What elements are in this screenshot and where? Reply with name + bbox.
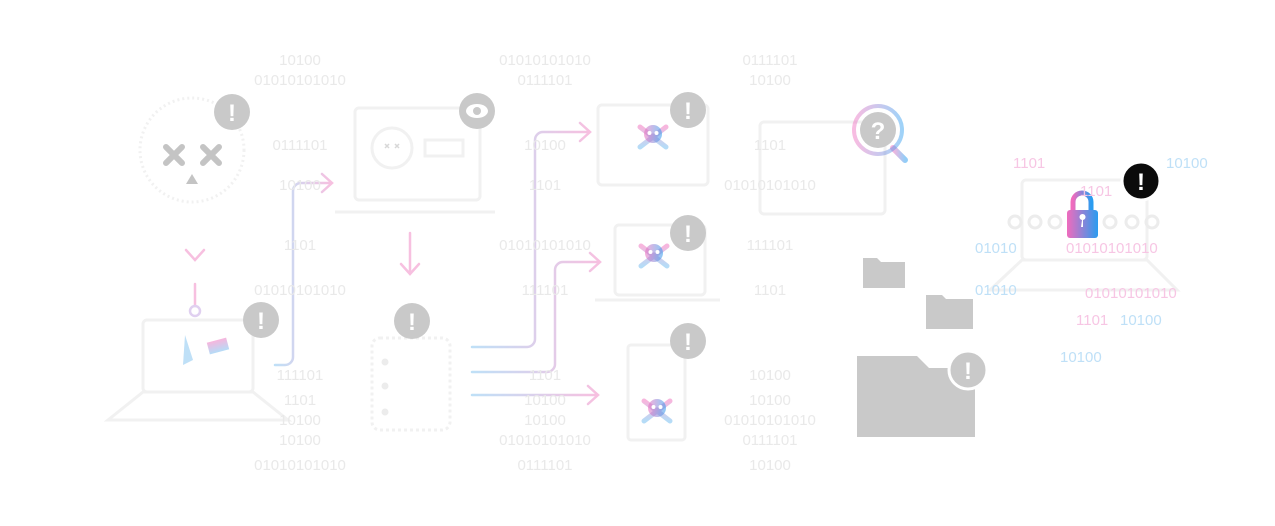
binary-text: 10100 (524, 392, 566, 409)
folder-icon-small (857, 258, 975, 437)
binary-text: 10100 (279, 432, 321, 449)
svg-text:!: ! (684, 221, 692, 248)
binary-text: 01010101010 (724, 412, 816, 429)
binary-text: 01010101010 (499, 432, 591, 449)
binary-text: 111101 (747, 237, 794, 254)
binary-text: 10100 (749, 392, 791, 409)
skull-crossbones-icon (638, 243, 670, 269)
binary-text: 01010101010 (499, 237, 591, 254)
alert-icon: ! (670, 215, 706, 251)
svg-text:!: ! (684, 329, 692, 356)
binary-text: 1101 (529, 367, 561, 384)
binary-text: 10100 (279, 52, 321, 69)
binary-text: 10100 (749, 72, 791, 89)
binary-text: 01010 (975, 240, 1017, 257)
binary-text: 01010101010 (724, 177, 816, 194)
binary-text: 01010101010 (1085, 285, 1177, 302)
svg-text:!: ! (257, 308, 265, 335)
svg-text:!: ! (408, 309, 416, 336)
binary-text: 1101 (754, 137, 786, 154)
alert-icon: ! (394, 303, 430, 339)
infected-monitor-1 (596, 103, 710, 187)
background-binary-text: 10100 01010101010 0111101 10100 1101 01010101… (254, 52, 816, 474)
flow-arrow-1 (273, 172, 334, 367)
svg-text:!: ! (684, 98, 692, 125)
arrow-down-icon (399, 231, 421, 276)
alert-icon: ! (670, 323, 706, 359)
infected-phone (626, 343, 687, 442)
document-list-icon (370, 336, 452, 432)
binary-text: 0111101 (742, 52, 797, 69)
binary-text: 10100 (1120, 312, 1162, 329)
binary-text: 10100 (524, 137, 566, 154)
binary-text: 1101 (754, 282, 786, 299)
binary-text: 01010 (975, 282, 1017, 299)
binary-text: 10100 (279, 412, 321, 429)
svg-text:!: ! (228, 100, 236, 127)
alert-icon: ! (947, 349, 989, 391)
binary-text: 1101 (529, 177, 561, 194)
binary-text: 0111101 (517, 457, 572, 474)
binary-text: 01010101010 (254, 457, 346, 474)
laptop-phishing-icon (103, 318, 293, 422)
svg-text:!: ! (1137, 169, 1145, 196)
binary-text: 1101 (1080, 183, 1112, 200)
eye-icon (459, 93, 495, 129)
skull-crossbones-icon (637, 124, 669, 150)
alert-icon: ! (214, 94, 250, 130)
binary-text: 0111101 (272, 137, 327, 154)
locked-laptop-icon (986, 178, 1181, 292)
binary-text: 10100 (1166, 155, 1208, 172)
binary-text: 10100 (749, 367, 791, 384)
binary-text: 10100 (1060, 349, 1102, 366)
binary-text: 01010101010 (254, 72, 346, 89)
skull-face-icon (138, 96, 246, 204)
binary-text: 0111101 (517, 72, 572, 89)
monitor-infected-icon (335, 106, 495, 214)
svg-text:!: ! (964, 358, 972, 385)
question-mark: ? (871, 118, 886, 145)
flow-arrows-spread (470, 121, 602, 406)
binary-text: 10100 (749, 457, 791, 474)
colored-binary-text: 1101 10100 1101 01010 01010101010 01010 010101… (975, 155, 1208, 366)
binary-text: 1101 (1076, 312, 1108, 329)
binary-text: 01010101010 (499, 52, 591, 69)
binary-text: 111101 (522, 282, 569, 299)
binary-text: 01010101010 (254, 282, 346, 299)
binary-text: 0111101 (742, 432, 797, 449)
alert-icon: ! (1120, 160, 1162, 202)
binary-text: 10100 (524, 412, 566, 429)
magnifier-question-icon: ? (758, 104, 908, 216)
alert-icon: ! (670, 92, 706, 128)
binary-text: 1101 (1013, 155, 1045, 172)
infected-monitor-2 (595, 223, 720, 302)
skull-crossbones-icon (641, 398, 673, 424)
binary-text: 1101 (284, 392, 316, 409)
binary-text: 01010101010 (1066, 240, 1158, 257)
binary-text: 10100 (279, 177, 321, 194)
binary-text: 1101 (284, 237, 316, 254)
binary-text: 111101 (277, 367, 324, 384)
alert-icon: ! (243, 302, 279, 338)
arrow-down-icon (184, 218, 206, 318)
